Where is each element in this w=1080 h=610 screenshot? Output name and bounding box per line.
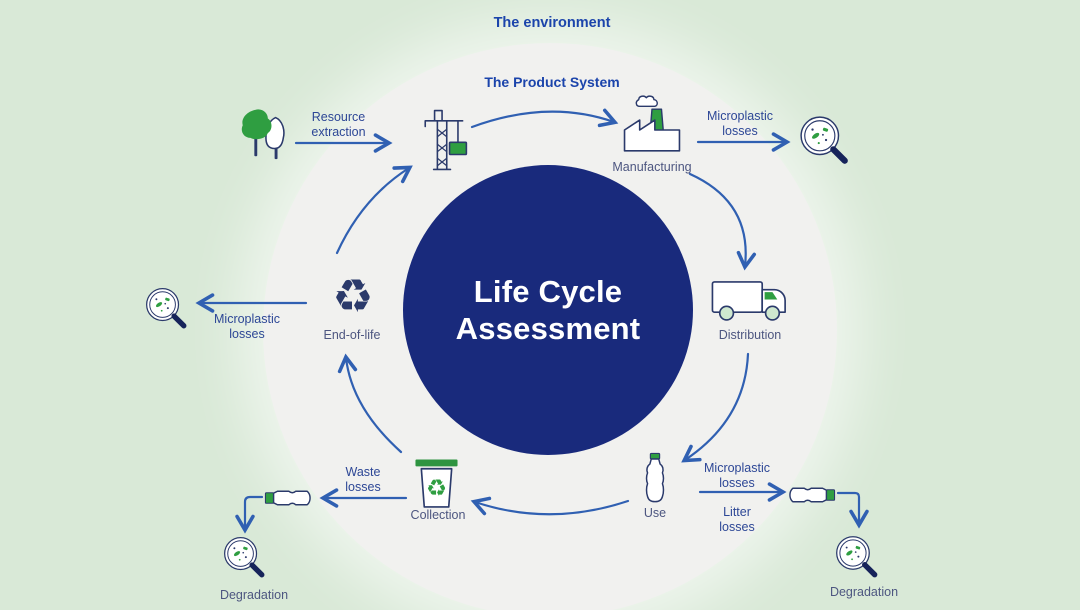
environment-heading: The environment	[493, 15, 611, 31]
stage-label-distribution: Distribution	[718, 328, 782, 342]
loss-label-waste: Waste losses	[345, 465, 381, 494]
cloud-icon	[635, 95, 658, 108]
magnifier-microplastics-icon	[834, 534, 881, 581]
label-degradation-right: Degradation	[829, 585, 899, 599]
magnifier-microplastics-icon	[222, 535, 268, 581]
loss-label-microplastic-manufacturing: Microplastic losses	[707, 109, 773, 138]
stage-label-end-of-life: End-of-life	[323, 328, 381, 342]
product-system-heading: The Product System	[484, 74, 620, 90]
loss-label-microplastic-end-of-life: Microplastic losses	[214, 312, 280, 341]
stage-label-collection: Collection	[410, 508, 466, 522]
truck-icon	[710, 278, 790, 323]
recycling-symbol-icon: ♻	[332, 269, 374, 323]
crane-icon	[414, 104, 472, 177]
lca-center-circle: Life Cycle Assessment	[403, 165, 693, 455]
stage-label-use: Use	[643, 506, 667, 520]
magnifier-microplastics-icon	[144, 286, 190, 332]
svg-text:♻: ♻	[426, 474, 447, 502]
bottle-icon	[642, 452, 668, 506]
arrow-litter-elbow-right	[836, 491, 869, 529]
tree-icon	[236, 106, 292, 162]
recycling-bin-icon: ♻	[414, 458, 459, 509]
loss-label-litter: Litter losses	[719, 505, 755, 534]
page-title: Life Cycle Assessment	[455, 274, 641, 346]
magnifier-microplastics-icon	[798, 114, 852, 168]
loss-label-microplastic-use: Microplastic losses	[704, 461, 770, 490]
factory-icon	[616, 94, 688, 155]
stage-label-manufacturing: Manufacturing	[612, 160, 692, 174]
arrow-waste-elbow-left	[235, 495, 264, 534]
label-degradation-left: Degradation	[219, 588, 289, 602]
litter-bottle-icon	[788, 483, 836, 507]
stage-label-resource-extraction: Resource extraction	[311, 110, 366, 139]
litter-bottle-icon	[264, 486, 312, 510]
